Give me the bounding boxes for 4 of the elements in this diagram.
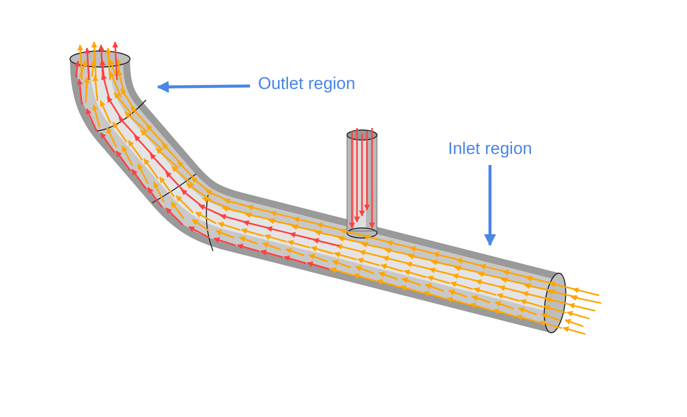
leader-arrow (156, 80, 250, 93)
region-label: Outlet region (258, 74, 356, 94)
region-label: Inlet region (448, 139, 532, 159)
leader-arrow (484, 165, 496, 246)
